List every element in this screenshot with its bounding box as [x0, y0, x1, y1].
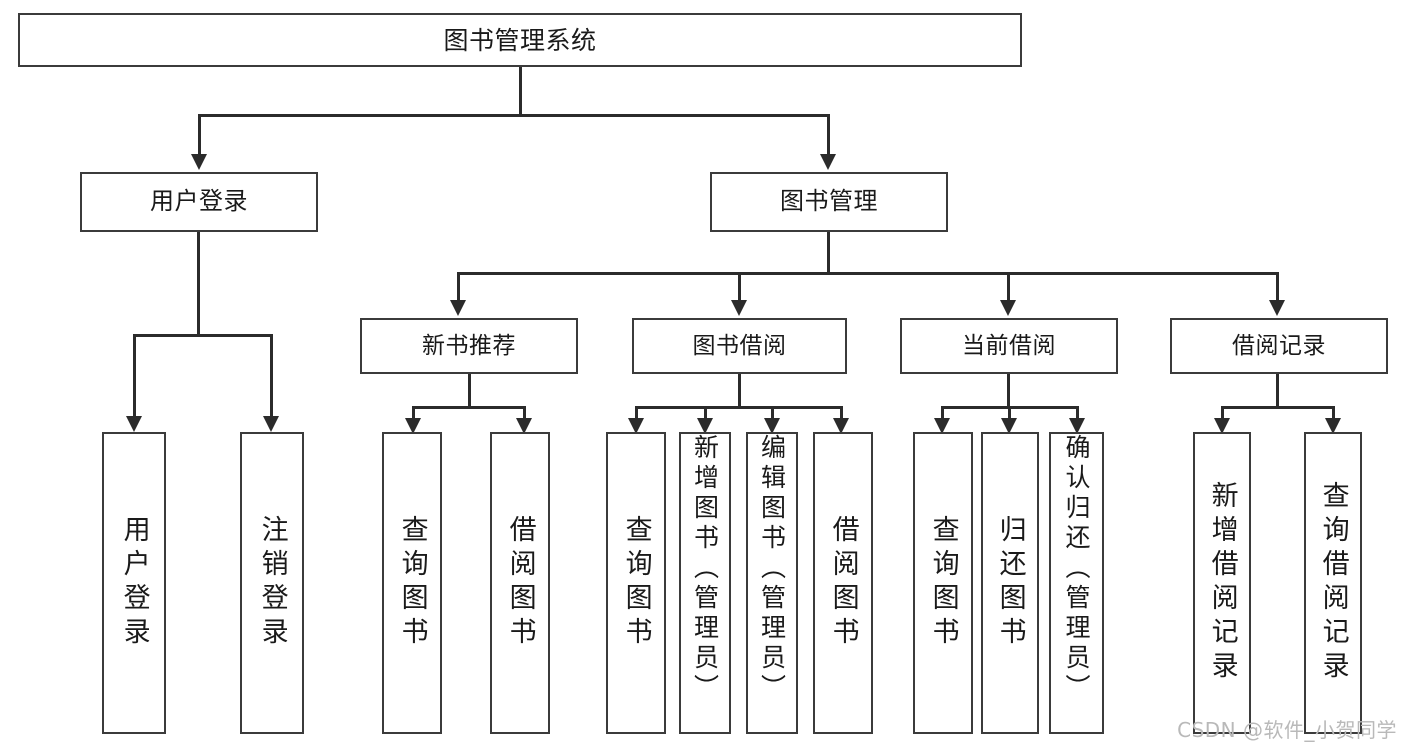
arrow-bb-child-1 — [697, 418, 713, 434]
connector-user-login-stem — [197, 232, 200, 335]
leaf-label: 借阅图书 — [827, 515, 859, 651]
leaf-query-borrow-record[interactable]: 查询借阅记录 — [1304, 432, 1362, 734]
connector-br-bar — [1221, 406, 1335, 409]
arrow-bm-child-3 — [1269, 300, 1285, 316]
watermark-text: CSDN @软件_小贺同学 — [1177, 718, 1397, 742]
connector-bb-child-0 — [635, 406, 638, 420]
connector-root-stem — [519, 67, 522, 115]
leaf-label: 注销登录 — [256, 515, 288, 651]
connector-book-management-stem — [827, 232, 830, 273]
connector-br-stem — [1276, 374, 1279, 407]
connector-bm-child-3 — [1276, 272, 1279, 302]
connector-bb-child-1 — [704, 406, 707, 420]
node-label: 当前借阅 — [962, 332, 1056, 359]
connector-cb-child-0 — [941, 406, 944, 420]
leaf-user-login[interactable]: 用户登录 — [102, 432, 166, 734]
node-borrow-record[interactable]: 借阅记录 — [1170, 318, 1388, 374]
leaf-return-book[interactable]: 归还图书 — [981, 432, 1039, 734]
node-label: 借阅记录 — [1232, 332, 1326, 359]
node-book-management[interactable]: 图书管理 — [710, 172, 948, 232]
connector-bm-child-1 — [738, 272, 741, 302]
arrow-cb-child-0 — [934, 418, 950, 434]
connector-nbr-child-0 — [412, 406, 415, 420]
node-new-book-recommend[interactable]: 新书推荐 — [360, 318, 578, 374]
leaf-query-book-borrow[interactable]: 查询图书 — [606, 432, 666, 734]
arrow-bb-child-3 — [833, 418, 849, 434]
arrow-br-child-0 — [1214, 418, 1230, 434]
connector-root-to-book-management — [827, 114, 830, 156]
leaf-label: 新增借阅记录 — [1206, 481, 1238, 685]
connector-book-management-bar — [457, 272, 1279, 275]
arrow-cb-child-2 — [1069, 418, 1085, 434]
connector-root-to-user-login — [198, 114, 201, 156]
connector-user-login-child-0 — [133, 334, 136, 418]
node-root-book-management-system[interactable]: 图书管理系统 — [18, 13, 1022, 67]
arrow-nbr-child-0 — [405, 418, 421, 434]
leaf-edit-book-admin[interactable]: 编辑图书（管理员） — [746, 432, 798, 734]
leaf-label: 查询图书 — [927, 515, 959, 651]
arrow-bm-child-1 — [731, 300, 747, 316]
connector-bb-bar — [635, 406, 843, 409]
connector-root-bar — [198, 114, 830, 117]
connector-user-login-child-1 — [270, 334, 273, 418]
leaf-label: 确认归还（管理员） — [1062, 434, 1091, 704]
leaf-label: 查询借阅记录 — [1317, 481, 1349, 685]
connector-br-child-1 — [1332, 406, 1335, 420]
arrow-nbr-child-1 — [516, 418, 532, 434]
node-label: 用户登录 — [150, 187, 248, 216]
arrow-br-child-1 — [1325, 418, 1341, 434]
connector-bb-child-2 — [771, 406, 774, 420]
node-label: 图书借阅 — [692, 332, 787, 359]
leaf-label: 查询图书 — [620, 515, 652, 651]
leaf-label: 编辑图书（管理员） — [757, 434, 787, 704]
leaf-add-borrow-record[interactable]: 新增借阅记录 — [1193, 432, 1251, 734]
connector-nbr-stem — [468, 374, 471, 407]
connector-nbr-child-1 — [523, 406, 526, 420]
connector-bb-child-3 — [840, 406, 843, 420]
arrow-bm-child-0 — [450, 300, 466, 316]
connector-nbr-bar — [412, 406, 526, 409]
leaf-borrow-book[interactable]: 借阅图书 — [813, 432, 873, 734]
leaf-label: 归还图书 — [994, 515, 1026, 651]
connector-bm-child-0 — [457, 272, 460, 302]
leaf-label: 用户登录 — [118, 515, 150, 651]
leaf-query-book-current[interactable]: 查询图书 — [913, 432, 973, 734]
connector-bb-stem — [738, 374, 741, 407]
leaf-add-book-admin[interactable]: 新增图书（管理员） — [679, 432, 731, 734]
arrow-bm-child-2 — [1000, 300, 1016, 316]
connector-user-login-bar — [133, 334, 273, 337]
node-label: 图书管理 — [780, 187, 878, 216]
connector-cb-child-2 — [1076, 406, 1079, 420]
arrow-root-to-user-login — [191, 154, 207, 170]
connector-bm-child-2 — [1007, 272, 1010, 302]
arrow-bb-child-0 — [628, 418, 644, 434]
node-label: 图书管理系统 — [443, 25, 597, 55]
leaf-confirm-return-admin[interactable]: 确认归还（管理员） — [1049, 432, 1104, 734]
connector-cb-stem — [1007, 374, 1010, 407]
arrow-bb-child-2 — [764, 418, 780, 434]
arrow-user-login-child-1 — [263, 416, 279, 432]
leaf-label: 新增图书（管理员） — [690, 434, 720, 704]
node-user-login[interactable]: 用户登录 — [80, 172, 318, 232]
arrow-user-login-child-0 — [126, 416, 142, 432]
leaf-query-book-recommend[interactable]: 查询图书 — [382, 432, 442, 734]
arrow-root-to-book-management — [820, 154, 836, 170]
connector-br-child-0 — [1221, 406, 1224, 420]
leaf-borrow-book-recommend[interactable]: 借阅图书 — [490, 432, 550, 734]
leaf-logout[interactable]: 注销登录 — [240, 432, 304, 734]
leaf-label: 借阅图书 — [504, 515, 536, 651]
node-book-borrow[interactable]: 图书借阅 — [632, 318, 847, 374]
node-current-borrow[interactable]: 当前借阅 — [900, 318, 1118, 374]
connector-cb-child-1 — [1008, 406, 1011, 420]
arrow-cb-child-1 — [1001, 418, 1017, 434]
node-label: 新书推荐 — [422, 332, 516, 359]
leaf-label: 查询图书 — [396, 515, 428, 651]
